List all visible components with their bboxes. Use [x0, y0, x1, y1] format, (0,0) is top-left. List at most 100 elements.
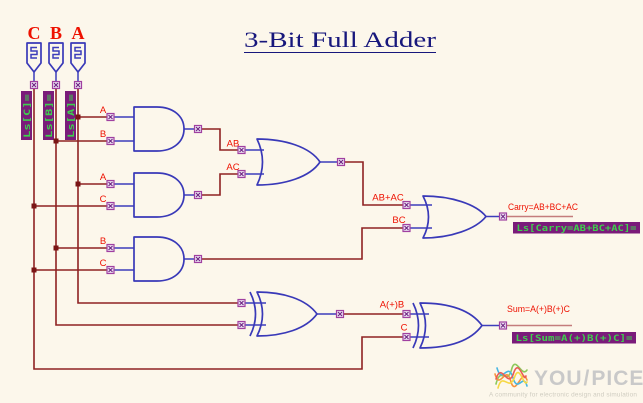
- pin-stub: [410, 313, 500, 338]
- wordmark-pice: PICE: [591, 367, 643, 390]
- pin-connector[interactable]: [335, 309, 345, 319]
- pin-connector[interactable]: [106, 112, 115, 122]
- youspice-tagline: A community for electronic design and si…: [489, 392, 637, 399]
- or-gate-1[interactable]: [245, 138, 338, 186]
- wire-net-ac[interactable]: [201, 173, 239, 196]
- youspice-wave-icon: [494, 363, 528, 389]
- net-label-ac: AC: [226, 162, 239, 173]
- wire-net-bc[interactable]: [201, 227, 404, 260]
- wire-junction: [53, 245, 59, 251]
- wordmark-you: YOU: [534, 367, 583, 390]
- probe-box-label: Ls[Carry=AB+BC+AC]=: [517, 224, 638, 234]
- wave-yellow: [497, 371, 528, 389]
- probe-box[interactable]: [512, 332, 636, 344]
- wire-net-b[interactable]: [55, 88, 238, 326]
- xor-gate-body[interactable]: [419, 302, 483, 349]
- waveform-glyph-icon: [30, 46, 38, 59]
- pin-connector[interactable]: [237, 320, 246, 330]
- wire-junction: [75, 181, 81, 187]
- clock-source-icon[interactable]: [70, 42, 86, 73]
- net-label-xor2-c: C: [401, 323, 408, 334]
- waveform-glyph-icon: [52, 46, 60, 59]
- net-label-and3-c: C: [100, 258, 107, 269]
- pin-stub: [114, 116, 195, 142]
- wire-net-ab[interactable]: [201, 128, 239, 151]
- pin-connector[interactable]: [193, 190, 203, 200]
- clock-source-icon[interactable]: [26, 42, 42, 73]
- xor-gate-1[interactable]: [245, 291, 337, 337]
- pin-connector[interactable]: [106, 243, 115, 253]
- pin-connector[interactable]: [402, 332, 411, 342]
- pin-connector[interactable]: [106, 179, 115, 189]
- pin-connector[interactable]: [498, 321, 508, 330]
- net-label-and2-c: C: [100, 194, 107, 205]
- xor-gate-extra-arc: [249, 291, 257, 337]
- pin-connector[interactable]: [73, 80, 83, 90]
- and-gate-body[interactable]: [133, 106, 185, 152]
- xor-gate-sum[interactable]: [410, 302, 500, 349]
- pin-connector[interactable]: [51, 80, 61, 90]
- carry-probe-box[interactable]: Ls[Carry=AB+BC+AC]=: [513, 222, 640, 234]
- net-label-ab: AB: [227, 139, 240, 150]
- waveform-glyph-icon: [74, 46, 82, 59]
- net-probe-box-C[interactable]: Ls[C]=: [21, 91, 33, 140]
- source-c-name: C: [28, 23, 41, 43]
- and-gate-1[interactable]: [114, 106, 195, 152]
- net-probe-box-A[interactable]: Ls[A]=: [65, 91, 77, 140]
- xor-gate-body[interactable]: [256, 291, 318, 337]
- probe-box-label: Ls[Sum=A(+)B(+)C]=: [516, 334, 634, 344]
- probe-box-label: Ls[B]=: [45, 93, 55, 138]
- pin-stub: [245, 302, 337, 326]
- net-label-ab-plus-ac: AB+AC: [372, 193, 404, 204]
- sum-probe-box[interactable]: Ls[Sum=A(+)B(+)C]=: [512, 332, 636, 344]
- digital-source-B[interactable]: B: [48, 23, 64, 82]
- pin-connector[interactable]: [498, 212, 508, 221]
- and-gate-3[interactable]: [114, 236, 195, 282]
- pin-connector[interactable]: [193, 254, 203, 264]
- sum-output-label: Sum=A(+)B(+)C: [507, 304, 570, 315]
- pin-connector[interactable]: [106, 136, 115, 146]
- pin-connector[interactable]: [237, 298, 246, 308]
- pin-stub: [114, 247, 195, 271]
- digital-source-C[interactable]: C: [26, 23, 42, 82]
- and-gate-body[interactable]: [133, 172, 185, 218]
- pin-connector[interactable]: [336, 157, 346, 167]
- wire-net-ab-plus-ac[interactable]: [344, 161, 404, 206]
- digital-source-A[interactable]: A: [70, 23, 86, 82]
- pin-connector[interactable]: [402, 200, 411, 210]
- or-gate-body[interactable]: [422, 195, 487, 239]
- wire-net-a[interactable]: [77, 88, 238, 304]
- source-a-name: A: [72, 23, 85, 43]
- net-probe-box-B[interactable]: Ls[B]=: [43, 91, 55, 140]
- probe-box[interactable]: [65, 91, 76, 140]
- and-gate-2[interactable]: [114, 172, 195, 218]
- youspice-wordmark: YOU/PICE: [534, 367, 643, 390]
- pin-connector[interactable]: [29, 80, 39, 90]
- youspice-logo: YOU/PICE A community for electronic desi…: [489, 363, 643, 399]
- carry-output-label: Carry=AB+BC+AC: [508, 202, 578, 213]
- wordmark-slash: /: [584, 367, 591, 390]
- pin-connector[interactable]: [106, 265, 115, 275]
- or-gate-body[interactable]: [256, 138, 321, 186]
- wire-net-c[interactable]: [33, 88, 403, 370]
- pin-connector[interactable]: [402, 309, 411, 319]
- clock-source-icon[interactable]: [48, 42, 64, 73]
- net-label-and1-a: A: [100, 105, 107, 116]
- net-label-and3-b: B: [100, 236, 106, 247]
- wire-junction: [53, 138, 59, 144]
- net-label-a-xor-b: A(+)B: [380, 300, 405, 311]
- probe-box[interactable]: [43, 91, 54, 140]
- source-b-name: B: [50, 23, 62, 43]
- wire-junction: [31, 267, 37, 273]
- probe-box[interactable]: [513, 222, 640, 234]
- probe-box[interactable]: [21, 91, 32, 140]
- or-gate-carry[interactable]: [410, 195, 500, 239]
- pin-connector[interactable]: [106, 201, 115, 211]
- wave-blue: [496, 367, 528, 387]
- probe-box-label: Ls[A]=: [67, 93, 77, 138]
- pin-connector[interactable]: [193, 124, 203, 134]
- net-label-and1-b: B: [100, 129, 106, 140]
- and-gate-body[interactable]: [133, 236, 185, 282]
